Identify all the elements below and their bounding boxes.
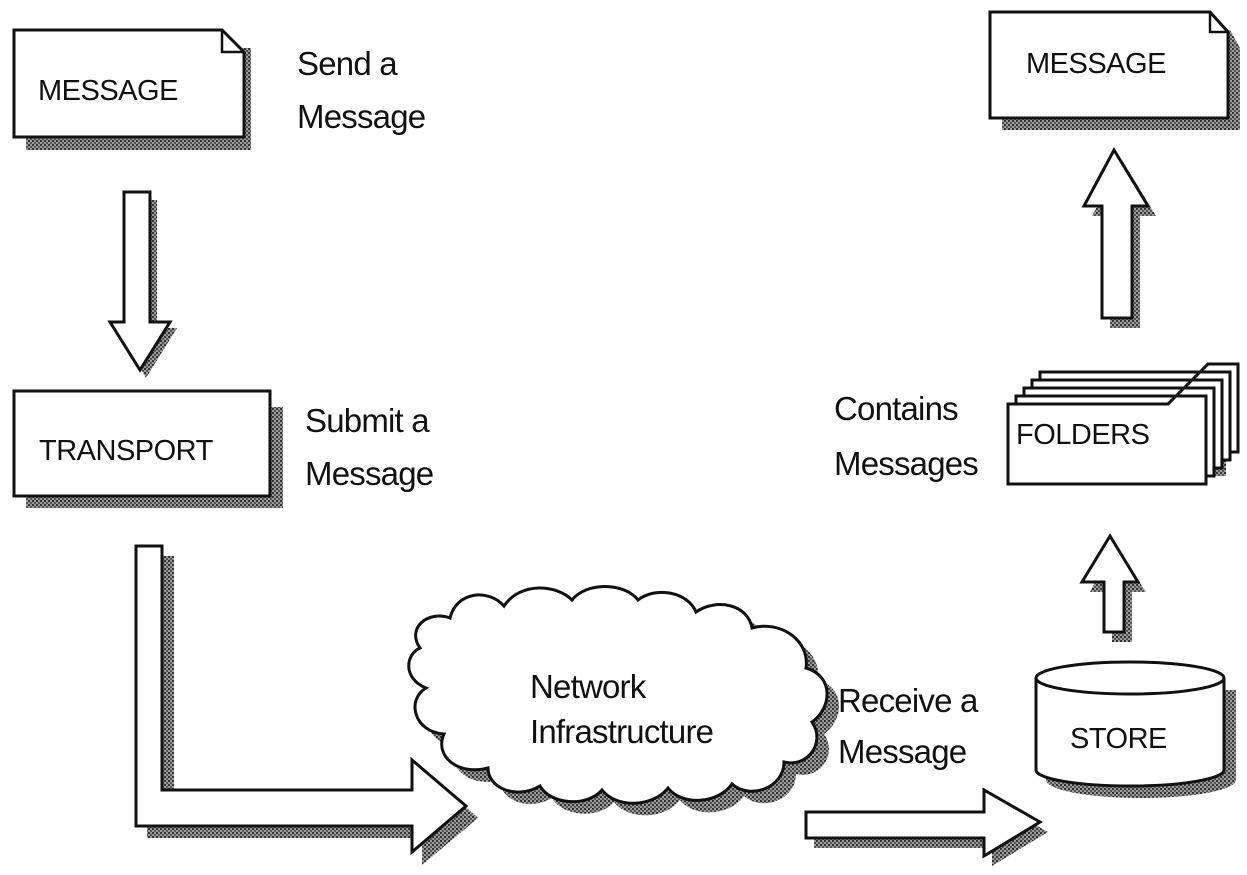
contains-messages-label: Contains Messages [834, 390, 979, 482]
up-arrow-lower [1079, 533, 1146, 642]
store-cylinder: STORE [1034, 660, 1236, 798]
transport-box: TRANSPORT [12, 389, 283, 508]
send-message-label: Send a Message [297, 45, 426, 135]
message-send-box-label: MESSAGE [38, 75, 178, 107]
l-shaped-arrow [134, 544, 478, 865]
cloud-label-line1: Network [530, 668, 647, 705]
submit-label-line1: Submit a [305, 402, 430, 439]
network-cloud: Network Infrastructure [407, 585, 840, 816]
transport-box-label: TRANSPORT [39, 435, 214, 467]
receive-label-line1: Receive a [838, 682, 979, 719]
down-arrow [107, 190, 177, 378]
submit-label-line2: Message [305, 455, 433, 492]
receive-message-label: Receive a Message [838, 682, 980, 770]
contains-label-line2: Messages [834, 445, 978, 482]
receive-label-line2: Message [838, 733, 966, 770]
folders-stack: FOLDERS [1006, 362, 1240, 486]
send-label-line1: Send a [297, 45, 398, 82]
message-send-box: MESSAGE [12, 28, 251, 150]
send-label-line2: Message [297, 98, 425, 135]
folders-label: FOLDERS [1016, 419, 1150, 451]
message-read-box: MESSAGE [988, 10, 1240, 130]
right-arrow [804, 787, 1048, 866]
up-arrow-upper [1081, 146, 1156, 328]
message-read-box-label: MESSAGE [1026, 48, 1166, 80]
submit-message-label: Submit a Message [305, 402, 434, 492]
store-label: STORE [1070, 723, 1167, 755]
contains-label-line1: Contains [834, 390, 958, 427]
cloud-label-line2: Infrastructure [530, 713, 713, 750]
